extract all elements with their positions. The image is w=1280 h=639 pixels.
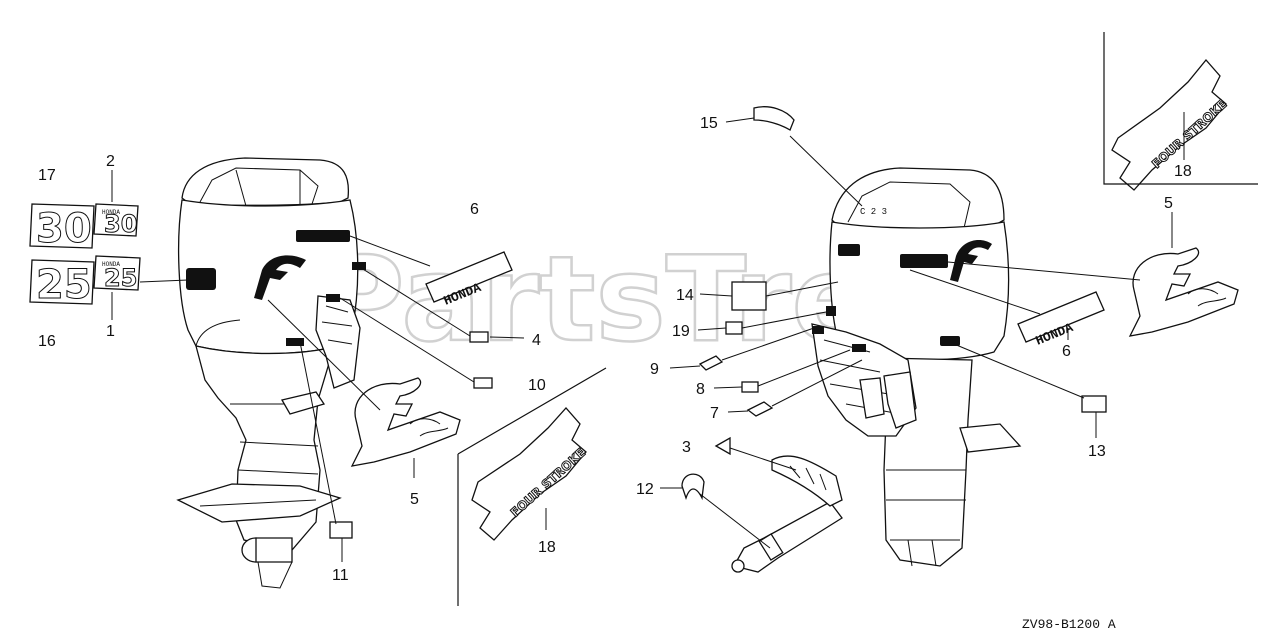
callout-11: 11 [332, 567, 349, 584]
decal-25-badge: 25 HONDA [93, 255, 141, 293]
label-14 [731, 281, 767, 311]
decal-four-stroke-left: FOUR STROKE [471, 407, 589, 541]
label-9 [698, 355, 724, 371]
callout-15: 15 [700, 115, 718, 132]
svg-text:30: 30 [104, 210, 137, 238]
svg-text:HONDA: HONDA [102, 261, 120, 268]
callout-6-left: 6 [470, 201, 479, 218]
callout-14: 14 [676, 287, 694, 304]
decal-four-stroke-script-left [350, 377, 461, 467]
label-13 [1081, 395, 1107, 413]
callout-10: 10 [528, 377, 546, 394]
right-outboard-engine: C 2 3 [811, 167, 1022, 567]
callout-12: 12 [636, 481, 654, 498]
label-3 [714, 436, 731, 456]
label-7 [746, 401, 774, 417]
leader-lines [111, 112, 1185, 562]
callout-1: 1 [106, 323, 115, 340]
decal-mark-1 [186, 268, 216, 290]
label-15 [753, 106, 795, 131]
decal-25-outline: 25 [29, 259, 95, 309]
callout-5-right: 5 [1164, 195, 1173, 212]
callout-18-left: 18 [538, 539, 556, 556]
detail-box-right [1103, 32, 1258, 185]
callout-3: 3 [682, 439, 691, 456]
callout-6-right: 6 [1062, 343, 1071, 360]
svg-text:25: 25 [36, 262, 92, 308]
decal-honda-right: HONDA [1017, 291, 1105, 349]
callout-5-left: 5 [410, 491, 419, 508]
decal-30-badge: 30 HONDA [93, 203, 139, 239]
callout-8: 8 [696, 381, 705, 398]
svg-text:30: 30 [36, 206, 92, 252]
label-4 [469, 331, 489, 343]
left-outboard-engine [176, 157, 366, 589]
decal-30-outline: 30 [29, 203, 95, 253]
decal-four-stroke-script-right [1128, 247, 1239, 337]
decal-mark-5 [254, 255, 306, 300]
label-8 [741, 381, 759, 393]
callout-13: 13 [1088, 443, 1106, 460]
callout-4: 4 [532, 332, 541, 349]
detail-box-left [457, 367, 607, 606]
callout-16: 16 [38, 333, 56, 350]
decal-four-stroke-right: FOUR STROKE [1111, 58, 1230, 191]
label-12 [681, 473, 705, 501]
svg-text:C 2 3: C 2 3 [860, 207, 887, 217]
callout-7: 7 [710, 405, 719, 422]
label-10 [473, 377, 493, 389]
callout-18-right: 18 [1174, 163, 1192, 180]
label-19 [725, 321, 743, 335]
callout-2: 2 [106, 153, 115, 170]
svg-text:HONDA: HONDA [102, 209, 120, 216]
callout-labels: 17 2 16 1 6 4 10 5 11 18 15 14 19 9 8 7 … [38, 115, 1192, 584]
callout-19: 19 [672, 323, 690, 340]
tiller-handle [731, 455, 843, 573]
callout-9: 9 [650, 361, 659, 378]
callout-17: 17 [38, 167, 56, 184]
decal-mark-6 [296, 230, 350, 242]
drawing-code: ZV98-B1200 A [1022, 617, 1116, 632]
svg-text:25: 25 [104, 264, 137, 292]
label-11 [329, 521, 353, 539]
